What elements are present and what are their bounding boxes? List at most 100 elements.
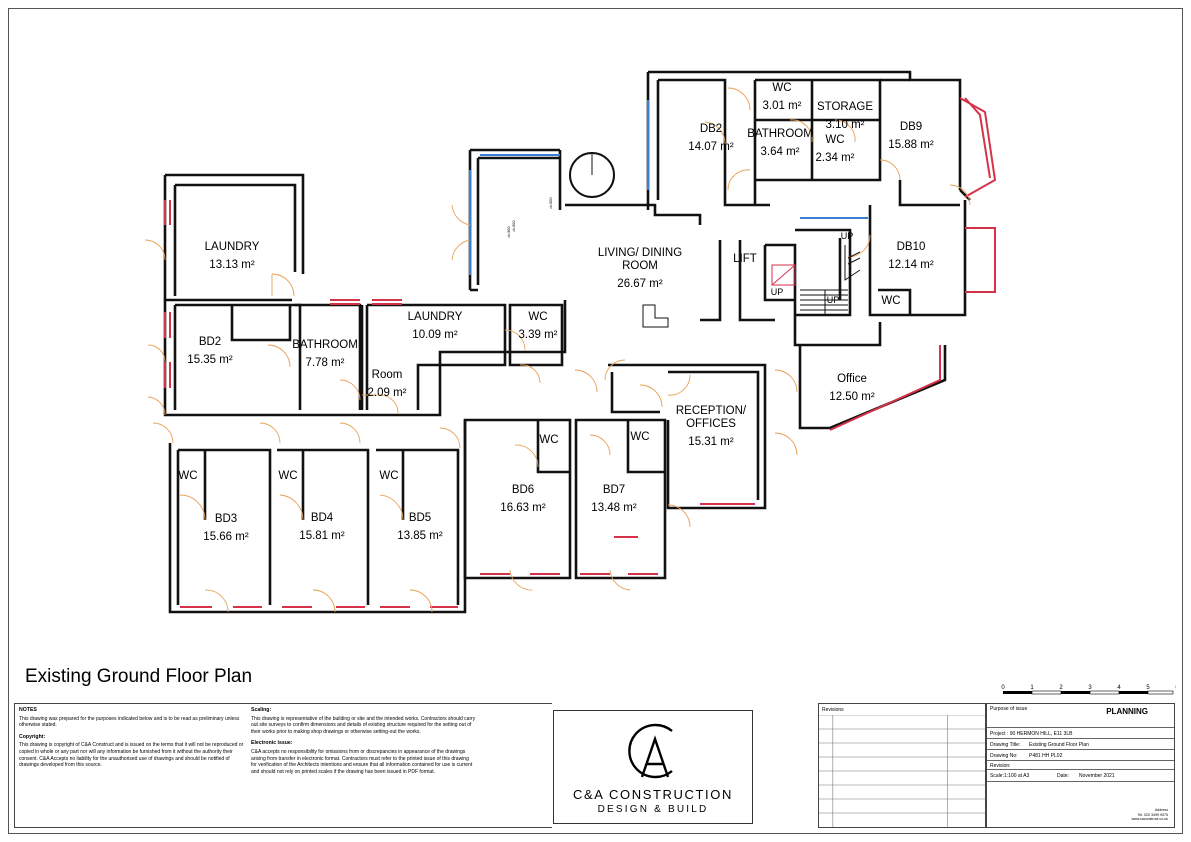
fixture-label: WC bbox=[539, 434, 558, 446]
contact-details: Address Tel: 020 3499 9075 www.caconstru… bbox=[1131, 808, 1168, 822]
notes-heading: NOTES bbox=[19, 707, 37, 713]
wall-stairs bbox=[795, 228, 852, 317]
scale-tick: 2 bbox=[1059, 685, 1063, 691]
column-icon bbox=[642, 304, 669, 328]
title-block: Purpose of issue PLANNING Project : 90 H… bbox=[986, 703, 1175, 828]
wall-laundry-west bbox=[163, 173, 305, 302]
door-bd5 bbox=[379, 494, 433, 613]
wall-living bbox=[468, 150, 480, 292]
wall-west-block bbox=[163, 300, 567, 417]
wall-wc-mid bbox=[508, 303, 564, 367]
scale-tick: 6 bbox=[1175, 685, 1176, 691]
scaling-text: This drawing is representative of the bu… bbox=[251, 715, 476, 735]
revision-row: Revision: bbox=[987, 761, 1174, 770]
contact-phone: Tel: 020 3499 9075 bbox=[1137, 812, 1168, 817]
fixture-label: WC bbox=[278, 470, 297, 482]
drawing-no-label: Drawing No: bbox=[990, 753, 1018, 759]
window-laundry-top bbox=[372, 299, 402, 305]
wall-db10 bbox=[868, 200, 967, 317]
fixture-label: WC bbox=[178, 470, 197, 482]
wall-db9 bbox=[880, 78, 971, 207]
window-db10-bay bbox=[965, 227, 996, 293]
contact-website: www.caconstruct.co.uk bbox=[1131, 817, 1168, 822]
drawing-title-label: Drawing Title: bbox=[990, 742, 1021, 748]
drawing-title-value: Existing Ground Floor Plan bbox=[1029, 742, 1089, 748]
dimension-note: d=300 bbox=[506, 226, 511, 238]
wall-reception bbox=[608, 363, 767, 510]
lift-shaft-icon bbox=[771, 264, 796, 286]
purpose-label: Purpose of issue bbox=[990, 706, 1028, 712]
door-bd3 bbox=[179, 494, 229, 613]
scale-tick: 4 bbox=[1117, 685, 1121, 691]
door-reception bbox=[639, 374, 691, 528]
notes-column-right: Scaling: This drawing is representative … bbox=[251, 707, 476, 780]
wall-bd7 bbox=[574, 418, 667, 580]
scale-date-row: Scale: 1:100 at A3 Date: November 2021 bbox=[987, 770, 1174, 782]
scale-tick: 5 bbox=[1146, 685, 1150, 691]
door-db9 bbox=[879, 159, 901, 181]
notes-panel: NOTES This drawing was prepared for the … bbox=[14, 703, 552, 828]
door-living bbox=[451, 204, 471, 261]
scale-bar: 0123456 bbox=[1001, 685, 1176, 695]
fixture-label: UP bbox=[827, 295, 840, 305]
door-laundry-west bbox=[144, 239, 166, 261]
ca-logo-icon bbox=[628, 723, 673, 779]
dimension-note: d=300 bbox=[548, 197, 553, 209]
window-living-blue bbox=[469, 154, 560, 275]
stair-arrow-icon bbox=[844, 245, 861, 281]
electronic-text: C&A accepts no responsibility for omissi… bbox=[251, 748, 473, 775]
scale-label: Scale: bbox=[990, 773, 1004, 779]
notes-text: This drawing was prepared for the purpos… bbox=[19, 715, 240, 729]
wall-laundry-inner bbox=[173, 183, 297, 296]
contact-address: Address bbox=[1154, 808, 1168, 813]
door-bathroom bbox=[267, 344, 361, 401]
wall-office bbox=[793, 318, 947, 430]
stair-treads-icon bbox=[800, 289, 848, 315]
drawing-title: Existing Ground Floor Plan bbox=[25, 666, 253, 687]
revisions-grid bbox=[819, 715, 985, 827]
company-name: C&A CONSTRUCTION bbox=[573, 787, 733, 802]
door-office bbox=[774, 369, 798, 456]
door-wc-storage bbox=[727, 87, 856, 143]
scale-tick: 3 bbox=[1088, 685, 1092, 691]
dimension-note: d=300 bbox=[511, 220, 516, 232]
project-row: Project : 90 HERMON HILL, E11 3LB bbox=[987, 728, 1174, 739]
drawing-title-row: Drawing Title: Existing Ground Floor Pla… bbox=[987, 739, 1174, 750]
window-bd7 bbox=[580, 536, 658, 575]
copyright-heading: Copyright: bbox=[19, 733, 46, 740]
door-bd7 bbox=[589, 434, 631, 591]
wall-living-top bbox=[470, 148, 722, 322]
scale-tick: 1 bbox=[1030, 685, 1034, 691]
fixture-label: UP bbox=[841, 231, 854, 241]
wall-east-core bbox=[738, 240, 797, 322]
wall-laundry-mid bbox=[365, 303, 507, 410]
scaling-heading: Scaling: bbox=[251, 707, 272, 713]
wall-bd4 bbox=[277, 448, 370, 605]
room-label: LIFT bbox=[733, 253, 757, 265]
door-room bbox=[362, 394, 399, 414]
door-hall-south bbox=[152, 422, 461, 449]
drawing-sheet bbox=[8, 8, 1183, 834]
window-db9-bay bbox=[959, 97, 997, 198]
purpose-value: PLANNING bbox=[1106, 707, 1148, 716]
purpose-row: Purpose of issue PLANNING bbox=[987, 704, 1174, 728]
fixture-label: WC bbox=[379, 470, 398, 482]
